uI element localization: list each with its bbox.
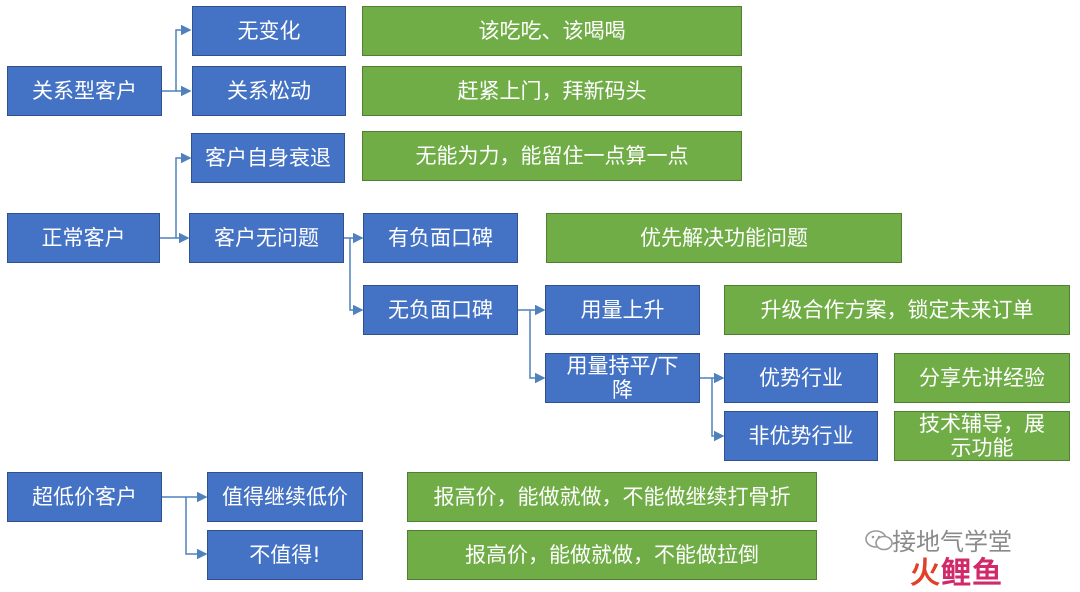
connector-nonegative-flat xyxy=(529,310,546,384)
watermark-text: 接地气学堂 xyxy=(892,528,1012,556)
action-non-advantage-industry: 技术辅导，展示功能 xyxy=(894,411,1070,461)
node-relationship-customer: 关系型客户 xyxy=(7,66,162,116)
connector-flat-nonadvantage xyxy=(711,378,725,442)
node-negative-feedback: 有负面口碑 xyxy=(363,213,518,263)
node-usage-flat-down: 用量持平/下降 xyxy=(545,353,700,403)
node-advantage-industry: 优势行业 xyxy=(724,353,878,403)
connector-lowprice-notworth xyxy=(185,497,208,560)
action-not-worth: 报高价，能做就做，不能做拉倒 xyxy=(407,530,817,580)
node-ultra-low-customer: 超低价客户 xyxy=(7,472,162,522)
action-worth-low-price: 报高价，能做就做，不能做继续打骨折 xyxy=(407,472,817,522)
node-usage-up: 用量上升 xyxy=(545,285,700,335)
node-no-change: 无变化 xyxy=(192,6,346,56)
node-normal-customer: 正常客户 xyxy=(7,213,160,263)
node-relationship-loose: 关系松动 xyxy=(192,66,346,116)
wechat-icon xyxy=(865,530,893,551)
action-no-change: 该吃吃、该喝喝 xyxy=(362,6,742,56)
node-customer-decline: 客户自身衰退 xyxy=(191,133,345,183)
connector-noproblem-nonegative xyxy=(349,238,364,316)
action-negative-feedback: 优先解决功能问题 xyxy=(546,213,902,263)
connector-normal-decline xyxy=(160,152,192,239)
node-non-advantage-industry: 非优势行业 xyxy=(724,411,878,461)
node-worth-low-price: 值得继续低价 xyxy=(207,472,363,522)
action-usage-up: 升级合作方案，锁定未来订单 xyxy=(724,285,1070,335)
action-relationship-loose: 赶紧上门，拜新码头 xyxy=(362,66,742,116)
watermark: 接地气学堂 火鲤鱼 xyxy=(864,522,1074,591)
node-no-negative-feedback: 无负面口碑 xyxy=(363,285,518,335)
connector-relationship-no-change xyxy=(162,24,192,92)
action-advantage-industry: 分享先讲经验 xyxy=(894,353,1070,403)
node-not-worth: 不值得! xyxy=(207,530,363,580)
action-customer-decline: 无能为力，能留住一点算一点 xyxy=(362,131,742,181)
node-customer-no-problem: 客户无问题 xyxy=(189,213,344,263)
watermark-logo: 火鲤鱼 xyxy=(910,556,1003,591)
